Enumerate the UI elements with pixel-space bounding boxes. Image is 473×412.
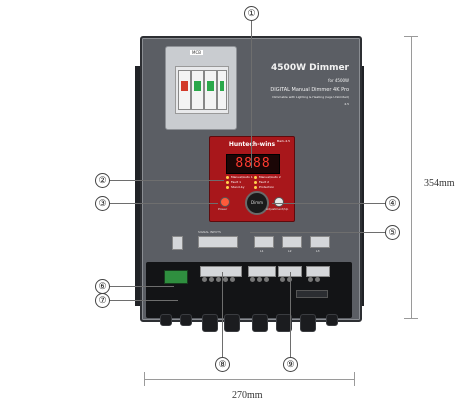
- output-terminal-1-label: L1: [260, 249, 264, 253]
- height-dimension-bottom-tick: [404, 318, 418, 319]
- height-dimension-line: [411, 36, 412, 318]
- width-dimension-right-tick: [354, 372, 355, 386]
- callout-5: ⑤: [385, 225, 400, 240]
- control-panel: Huntech-wins Mark-4.5 8888 Manual/Auto 1…: [209, 136, 295, 222]
- network-port: [172, 236, 183, 250]
- breaker-switch-4[interactable]: [217, 70, 227, 110]
- output-terminal-2-label: L2: [288, 249, 292, 253]
- breaker-switch-3[interactable]: [204, 70, 217, 110]
- product-description: Dimmable with Lighting & Heating (legs U…: [272, 95, 349, 99]
- callout-7-leader: [108, 300, 178, 301]
- power-button-label: Power: [218, 207, 228, 211]
- product-label: 4500W Dimmer for 4500W DIGITAL Manual Di…: [264, 62, 349, 106]
- cable-gland-3: [202, 314, 218, 332]
- digital-display: 8888: [226, 154, 280, 174]
- cable-gland-4: [224, 314, 240, 332]
- callout-6-leader: [108, 286, 174, 287]
- cable-gland-8: [326, 314, 338, 326]
- callout-4-leader: [272, 203, 386, 204]
- callout-2: ②: [95, 173, 110, 188]
- output-terminal-3: [310, 236, 330, 248]
- power-button[interactable]: [220, 197, 230, 207]
- wiring-terminal-block-d: [306, 266, 330, 282]
- callout-1-leader: [251, 20, 252, 168]
- callout-9: ⑨: [283, 357, 298, 372]
- callout-9-leader: [290, 272, 291, 358]
- breaker-switch-2[interactable]: [191, 70, 204, 110]
- callout-8-leader: [222, 272, 223, 358]
- output-terminal-1: [254, 236, 274, 248]
- wiring-terminal-block-a: [200, 266, 242, 282]
- cable-gland-1: [160, 314, 172, 326]
- cable-gland-7: [300, 314, 316, 332]
- product-title: 4500W Dimmer: [271, 63, 349, 73]
- breaker-switch-1[interactable]: [178, 70, 191, 110]
- adjust-button-label: Adjustment/Up: [266, 207, 289, 211]
- signal-block-label: SIGNAL INPUTS: [198, 230, 221, 234]
- product-title-suffix: for 4500W: [328, 78, 349, 83]
- earth-bar: [296, 290, 328, 298]
- callout-3-leader: [108, 203, 218, 204]
- width-dimension-label: 270mm: [232, 390, 263, 401]
- led-indicator-1: Manual/Auto 1: [226, 175, 253, 179]
- adjust-button[interactable]: [274, 197, 284, 207]
- output-terminal-3-label: L3: [316, 249, 320, 253]
- product-subtitle: DIGITAL Manual Dimmer 4K Pro: [270, 87, 349, 93]
- led-indicator-4: Fault 2: [254, 180, 269, 184]
- model-label: Mark-4.5: [276, 139, 290, 143]
- callout-6: ⑥: [95, 279, 110, 294]
- wiring-terminal-block-b: [248, 266, 276, 282]
- callout-3: ③: [95, 196, 110, 211]
- led-indicator-2: Manual/Auto 2: [254, 175, 281, 179]
- breaker-window-label: MCB: [190, 50, 203, 55]
- cable-gland-5: [252, 314, 268, 332]
- mounting-rail-left: [135, 66, 143, 306]
- product-version: 4.5: [344, 102, 349, 106]
- callout-5-leader: [250, 232, 386, 233]
- cable-gland-6: [276, 314, 292, 332]
- dimmer-knob[interactable]: Dimm: [245, 191, 269, 215]
- callout-4: ④: [385, 196, 400, 211]
- control-input-terminal: [164, 270, 188, 284]
- led-indicator-3: Fault 1: [226, 180, 241, 184]
- height-dimension-label: 354mm: [424, 178, 455, 189]
- output-terminal-2: [282, 236, 302, 248]
- signal-input-terminal: [198, 236, 238, 248]
- cable-gland-2: [180, 314, 192, 326]
- callout-7: ⑦: [95, 293, 110, 308]
- led-indicator-5: Stand-by: [226, 185, 245, 189]
- callout-8: ⑧: [215, 357, 230, 372]
- led-indicator-6: Protection: [254, 185, 274, 189]
- callout-2-leader: [108, 180, 224, 181]
- callout-1: ①: [244, 6, 259, 21]
- width-dimension-line: [144, 379, 354, 380]
